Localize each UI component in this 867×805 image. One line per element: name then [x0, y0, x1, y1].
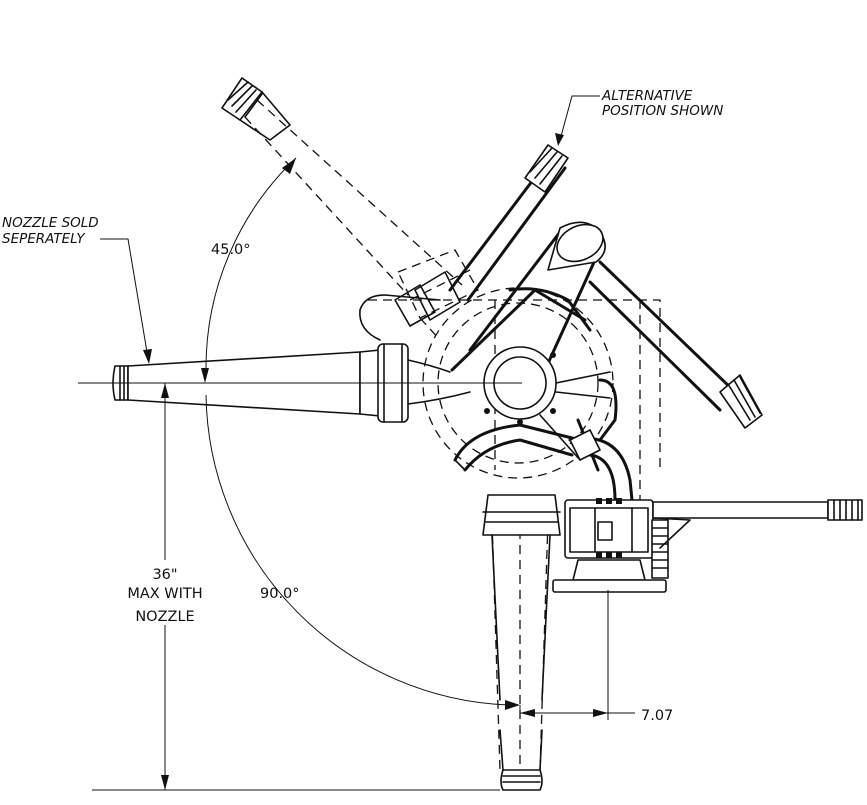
nozzle-note-label-1: NOZZLE SOLD [2, 215, 99, 231]
bolt-row-bottom [596, 552, 622, 558]
leader-lines [100, 95, 600, 364]
alt-position-label-1: ALTERNATIVE [601, 88, 693, 104]
lock-lever [569, 418, 601, 472]
right-handle-pipe [588, 260, 763, 429]
base-assembly [552, 498, 863, 593]
dimension-geometry [78, 157, 635, 791]
bolt-row-top [596, 498, 622, 504]
height-label-2: MAX WITH [127, 586, 202, 602]
angle-45-label: 45.0° [211, 242, 251, 258]
vertical-nozzle [482, 494, 561, 791]
height-label-1: 36" [152, 567, 177, 583]
alt-position-label-2: POSITION SHOWN [602, 103, 723, 119]
angle-90-label: 90.0° [260, 586, 300, 602]
height-label-3: NOZZLE [135, 609, 194, 625]
alt-nozzle-tip [221, 77, 291, 141]
alternative-nozzle-position [244, 99, 661, 775]
upper-swivel [359, 221, 606, 372]
upper-handle-pipe [394, 144, 569, 327]
offset-label: 7.07 [641, 708, 673, 724]
nozzle-note-label-2: SEPERATELY [2, 231, 86, 247]
